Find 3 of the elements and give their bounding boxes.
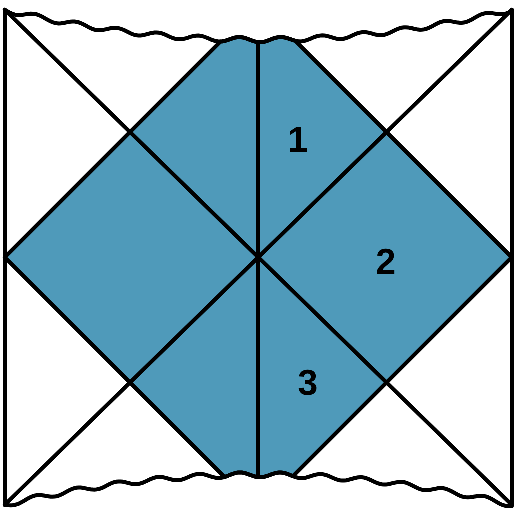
region-number: 1	[288, 122, 308, 158]
region-number: 3	[298, 365, 318, 401]
region-number: 2	[376, 244, 396, 280]
